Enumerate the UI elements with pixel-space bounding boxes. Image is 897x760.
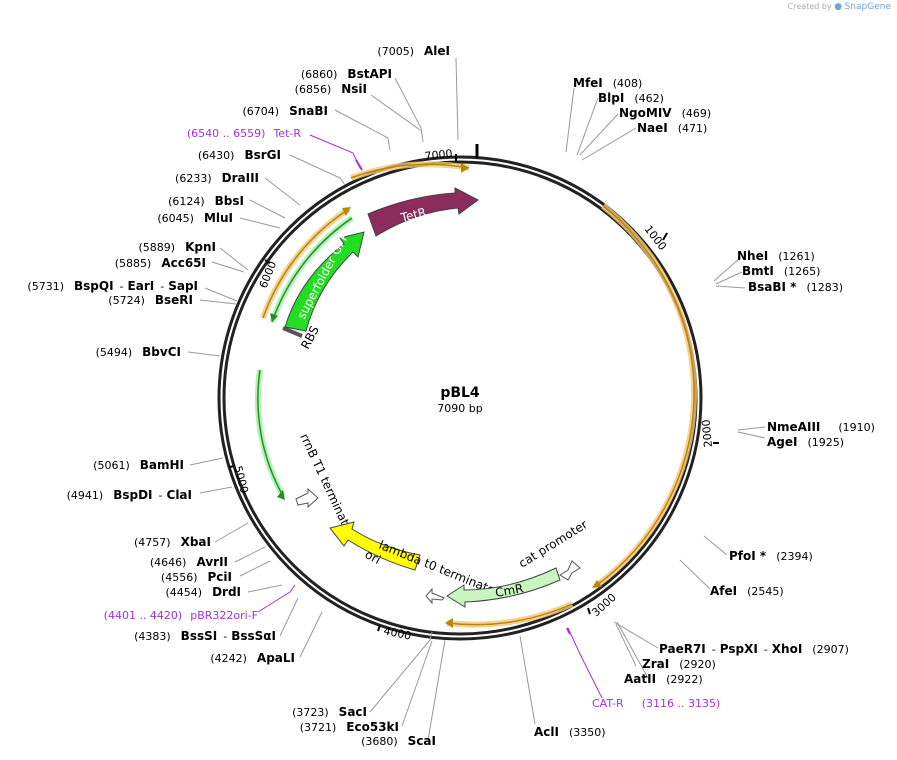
snapgene-name: SnapGene xyxy=(844,2,891,12)
site-NsiI[interactable]: (6856)NsiI xyxy=(295,82,367,96)
tetR-feature[interactable]: TetR xyxy=(367,187,479,237)
snapgene-logo: ● xyxy=(834,2,843,12)
tick-label-2000: 2000 xyxy=(700,419,715,448)
snapgene-credit: Created by ● SnapGene xyxy=(788,2,891,12)
site-SnaBI[interactable]: (6704)SnaBI xyxy=(243,104,328,118)
site-PaeR7I-PspXI-XhoI[interactable]: PaeR7I-PspXI-XhoI(2907) xyxy=(659,642,849,656)
site-BsrGI[interactable]: (6430)BsrGI xyxy=(198,148,281,162)
ori-feature[interactable]: ori xyxy=(329,521,421,571)
site-Eco53kI[interactable]: (3721)Eco53kI xyxy=(300,720,399,734)
site-AfeI[interactable]: AfeI(2545) xyxy=(710,584,784,598)
site-BsaBI[interactable]: BsaBI *(1283) xyxy=(748,280,843,294)
site-BamHI[interactable]: (5061)BamHI xyxy=(93,458,184,472)
cmR-label: CmR xyxy=(494,581,524,600)
primer-labels: (6540 .. 6559)Tet-R (4401 .. 4420)pBR322… xyxy=(104,127,721,710)
site-ScaI[interactable]: (3680)ScaI xyxy=(361,734,436,748)
site-AvrII[interactable]: (4646)AvrII xyxy=(150,555,228,569)
tick-marks xyxy=(228,154,719,632)
site-SacI[interactable]: (3723)SacI xyxy=(292,705,367,719)
site-ZraI[interactable]: ZraI(2920) xyxy=(642,657,716,671)
site-AatII[interactable]: AatII(2922) xyxy=(624,672,703,686)
cmR-feature[interactable]: CmR xyxy=(446,567,561,608)
primer-CAT-R[interactable]: CAT-R(3116 .. 3135) xyxy=(592,697,720,710)
tetR-label: TetR xyxy=(398,205,427,225)
site-DrdI[interactable]: (4454)DrdI xyxy=(165,585,241,599)
site-BspQI-EarI-SapI[interactable]: (5731)BspQI-EarI-SapI xyxy=(27,279,198,293)
site-PfoI[interactable]: PfoI *(2394) xyxy=(729,549,813,563)
site-BssSI-BssSaI[interactable]: (4383)BssSI-BssSαI xyxy=(134,629,276,643)
primer-leaders xyxy=(257,134,603,699)
site-BlpI[interactable]: BlpI(462) xyxy=(598,91,664,105)
orf-arcs xyxy=(260,161,698,628)
tick-label-4000: 4000 xyxy=(382,624,412,643)
site-BspDI-ClaI[interactable]: (4941)BspDI-ClaI xyxy=(67,488,192,502)
leader-lines xyxy=(187,57,766,741)
ori-label: ori xyxy=(363,547,383,567)
site-BbsI[interactable]: (6124)BbsI xyxy=(168,194,244,208)
cat-promoter-label: cat promoter xyxy=(516,517,590,570)
site-BseRI[interactable]: (5724)BseRI xyxy=(108,293,193,307)
site-BbvCI[interactable]: (5494)BbvCI xyxy=(96,345,181,359)
site-NmeAIII[interactable]: NmeAIII(1910) xyxy=(767,420,875,434)
rrnb-terminator-feature[interactable]: rrnB T1 terminator xyxy=(295,431,357,539)
gfp-feature[interactable]: superfolder GFP xyxy=(284,230,365,332)
site-AgeI[interactable]: AgeI(1925) xyxy=(767,435,844,449)
primer-pBR322ori-F[interactable]: (4401 .. 4420)pBR322ori-F xyxy=(104,609,258,622)
rrnb-label: rrnB T1 terminator xyxy=(297,431,357,538)
site-ApaLI[interactable]: (4242)ApaLI xyxy=(210,651,295,665)
green-arcs xyxy=(254,215,354,500)
site-DraIII[interactable]: (6233)DraIII xyxy=(175,171,259,185)
site-MfeI[interactable]: MfeI(408) xyxy=(573,76,642,90)
plasmid-name: pBL4 xyxy=(440,385,480,401)
site-NaeI[interactable]: NaeI(471) xyxy=(637,121,707,135)
plasmid-size: 7090 bp xyxy=(437,402,482,415)
site-KpnI[interactable]: (5889)KpnI xyxy=(139,240,216,254)
site-PciI[interactable]: (4556)PciI xyxy=(161,570,232,584)
tick-label-3000: 3000 xyxy=(589,591,619,619)
site-labels: (7005)AleI (6860)BstAPI (6856)NsiI (6704… xyxy=(27,44,875,748)
site-BmtI[interactable]: BmtI(1265) xyxy=(742,264,820,278)
site-BstAPI[interactable]: (6860)BstAPI xyxy=(301,67,392,81)
site-Acc65I[interactable]: (5885)Acc65I xyxy=(115,256,206,270)
site-AclI[interactable]: AclI(3350) xyxy=(534,725,606,739)
credit-text: Created by xyxy=(787,2,832,11)
site-NheI[interactable]: NheI(1261) xyxy=(737,249,815,263)
site-XbaI[interactable]: (4757)XbaI xyxy=(134,535,211,549)
site-MluI[interactable]: (6045)MluI xyxy=(157,211,233,225)
primer-Tet-R[interactable]: (6540 .. 6559)Tet-R xyxy=(187,127,301,140)
tick-label-7000: 7000 xyxy=(424,147,453,163)
site-AleI[interactable]: (7005)AleI xyxy=(377,44,450,58)
site-NgoMIV[interactable]: NgoMIV(469) xyxy=(619,106,711,120)
